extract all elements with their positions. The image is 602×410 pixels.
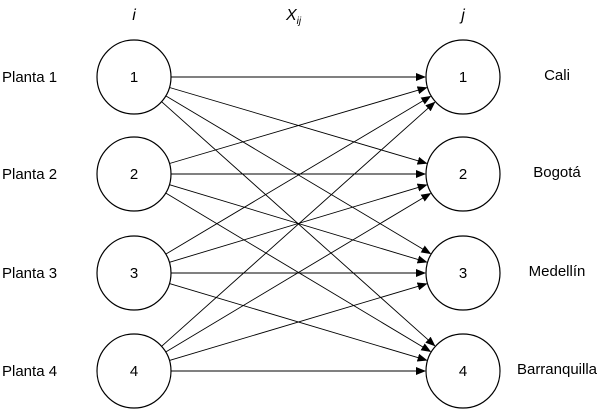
source-name-4: Planta 4 xyxy=(2,363,57,380)
destination-node-2 xyxy=(425,136,501,212)
edge-4-2 xyxy=(165,192,432,353)
source-node-4 xyxy=(96,333,172,409)
source-node-2 xyxy=(96,136,172,212)
destination-name-3: Medellín xyxy=(529,263,586,280)
header-xij: Xij xyxy=(285,7,302,27)
header-xij-sub: ij xyxy=(297,16,302,27)
header-xij-base: X xyxy=(285,7,298,24)
destination-number-4: 4 xyxy=(459,363,467,380)
edge-2-1 xyxy=(169,86,428,164)
source-number-4: 4 xyxy=(130,363,138,380)
destination-node-3 xyxy=(425,235,501,311)
destination-name-1: Cali xyxy=(544,67,570,84)
header-j: j xyxy=(459,7,465,24)
source-node-1 xyxy=(96,39,172,115)
source-number-2: 2 xyxy=(130,166,138,183)
source-name-3: Planta 3 xyxy=(2,265,57,282)
destination-number-1: 1 xyxy=(459,69,467,86)
source-number-3: 3 xyxy=(130,265,138,282)
header-i: i xyxy=(132,7,136,24)
source-name-1: Planta 1 xyxy=(2,69,57,86)
destination-name-2: Bogotá xyxy=(533,164,581,181)
edge-4-3 xyxy=(169,282,428,361)
destination-node-1 xyxy=(425,39,501,115)
edge-3-2 xyxy=(169,183,428,263)
edge-3-1 xyxy=(165,95,432,255)
source-name-2: Planta 2 xyxy=(2,166,57,183)
destination-node-4 xyxy=(425,333,501,409)
destination-number-2: 2 xyxy=(459,166,467,183)
edges-layer xyxy=(161,73,436,375)
edge-4-1 xyxy=(161,101,436,347)
source-node-3 xyxy=(96,235,172,311)
destination-name-4: Barranquilla xyxy=(517,361,598,378)
source-number-1: 1 xyxy=(130,69,138,86)
destination-number-3: 3 xyxy=(459,265,467,282)
